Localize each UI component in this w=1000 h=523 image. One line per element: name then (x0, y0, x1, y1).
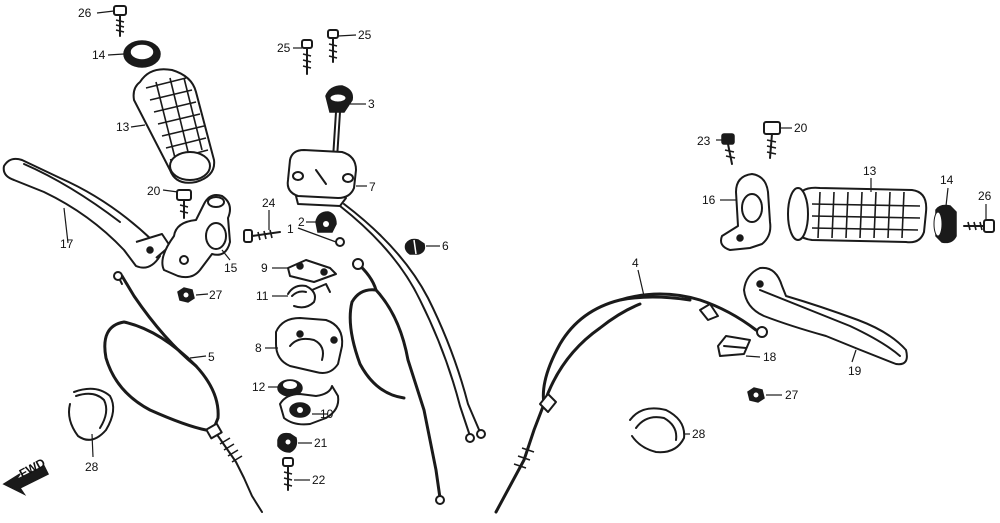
callout-8: 8 (255, 341, 262, 355)
callout-7: 7 (369, 180, 376, 194)
clip-18 (717, 335, 751, 357)
clutch-lever-17 (2, 157, 171, 269)
bolt-20-left (176, 189, 192, 219)
switch-spring-1 (335, 237, 345, 247)
switch-knob-3 (325, 85, 354, 175)
bolt-20-right (763, 121, 781, 159)
switch-wire-harness (339, 203, 486, 443)
callout-10: 10 (320, 407, 334, 421)
callout-3: 3 (368, 97, 375, 111)
brake-cable-4 (494, 292, 768, 514)
screw-24 (243, 229, 281, 243)
grip-end-cap-14-right (933, 204, 957, 244)
callout-6: 6 (442, 239, 449, 253)
callout-26-right: 26 (978, 189, 992, 203)
throttle-cable (348, 258, 445, 505)
nut-27-left (177, 287, 195, 303)
clip-21 (277, 432, 298, 453)
callout-12: 12 (252, 380, 266, 394)
leader-lines (63, 10, 987, 481)
callout-1: 1 (287, 222, 294, 236)
callout-5: 5 (208, 350, 215, 364)
clutch-cable-5 (103, 271, 263, 513)
grip-end-cap-14-left (123, 40, 161, 68)
brake-lever-holder-16 (720, 173, 772, 251)
collar-12 (277, 379, 303, 397)
handle-grip-13-right (787, 186, 928, 244)
screw-23 (721, 133, 736, 165)
grommet-6 (404, 238, 426, 255)
cable-band-28-right (629, 407, 686, 454)
callout-9: 9 (261, 261, 268, 275)
callout-26-left: 26 (78, 6, 92, 20)
switch-part-2 (315, 211, 337, 233)
screw-22 (282, 457, 294, 491)
callout-20-right: 20 (794, 121, 808, 135)
callout-20-left: 20 (147, 184, 161, 198)
spring-clip-11 (287, 283, 331, 309)
contact-plate-9 (287, 259, 337, 283)
handle-grip-13-left (132, 68, 216, 184)
callout-14-left: 14 (92, 48, 106, 62)
cable-band-28-left (68, 387, 115, 441)
callout-13-right: 13 (863, 164, 877, 178)
screw-26-right (963, 219, 995, 233)
callout-14-right: 14 (940, 173, 954, 187)
callout-15: 15 (224, 261, 238, 275)
screw-25-a (301, 39, 313, 75)
callout-4: 4 (632, 256, 639, 270)
callout-18: 18 (763, 350, 777, 364)
throttle-housing-8 (275, 317, 344, 374)
callout-23: 23 (697, 134, 711, 148)
clutch-lever-holder-15 (161, 194, 231, 279)
callout-17: 17 (60, 237, 74, 251)
callout-16: 16 (702, 193, 716, 207)
callout-28-right: 28 (692, 427, 706, 441)
nut-27-right (747, 387, 765, 403)
switch-housing-7 (286, 149, 357, 207)
callout-21: 21 (314, 436, 328, 450)
callout-19: 19 (848, 364, 862, 378)
callout-11: 11 (256, 289, 269, 303)
callout-13-left: 13 (116, 120, 130, 134)
screw-26-left (113, 5, 127, 37)
callout-24: 24 (262, 196, 276, 210)
callout-2: 2 (298, 215, 305, 229)
callout-27-left: 27 (209, 288, 223, 302)
callout-25-b: 25 (358, 28, 372, 42)
forward-arrow: FWD (2, 455, 50, 496)
throttle-pulley-10 (279, 385, 340, 426)
callout-27-right: 27 (785, 388, 799, 402)
brake-lever-19 (743, 266, 908, 366)
screw-25-b (327, 29, 339, 63)
callout-25-a: 25 (277, 41, 291, 55)
callout-28-left: 28 (85, 460, 99, 474)
callout-labels: 26 14 13 17 20 15 27 5 28 25 25 3 7 24 2… (60, 6, 992, 487)
callout-22: 22 (312, 473, 326, 487)
